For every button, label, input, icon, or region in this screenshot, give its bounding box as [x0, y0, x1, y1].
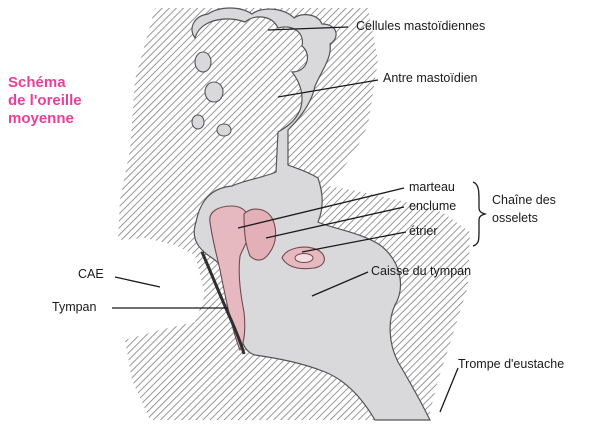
diagram-title: Schéma de l'oreille moyenne [8, 74, 82, 128]
label-chaine-line2: osselets [492, 211, 538, 226]
title-line: Schéma [8, 74, 82, 92]
title-line: de l'oreille [8, 92, 82, 110]
label-cae: CAE [78, 267, 104, 282]
stapes-footplate [295, 254, 313, 263]
label-caisse-du-tympan: Caisse du tympan [371, 264, 471, 279]
label-marteau: marteau [409, 180, 455, 195]
label-tympan: Tympan [52, 300, 96, 315]
leader-trompe [440, 368, 458, 412]
ossicle-chain-brace [473, 182, 485, 246]
leader-cae [115, 277, 160, 287]
label-chaine-line1: Chaîne des [492, 193, 556, 208]
mastoid-cell [217, 124, 231, 136]
label-etrier: étrier [409, 224, 437, 239]
label-trompe-deustache: Trompe d'eustache [458, 357, 564, 372]
title-line: moyenne [8, 110, 82, 128]
label-cellules-mastoidiennes: Cellules mastoïdiennes [356, 19, 485, 34]
mastoid-cell [205, 82, 223, 102]
label-antre-mastoidien: Antre mastoïdien [383, 71, 478, 86]
mastoid-cell [195, 52, 211, 72]
label-enclume: enclume [409, 199, 456, 214]
mastoid-cell [192, 115, 204, 129]
